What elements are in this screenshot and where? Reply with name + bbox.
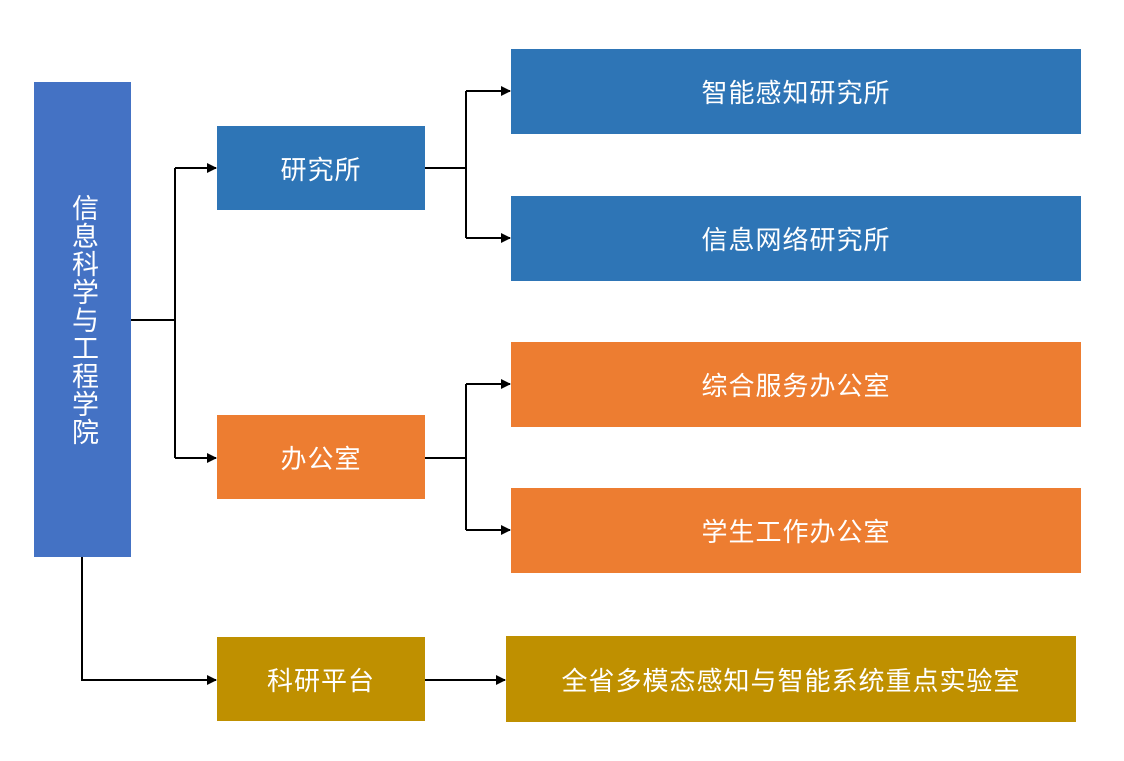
arrow-to-platform [81,557,217,685]
office-child-2: 学生工作办公室 [511,488,1081,573]
branch-platform: 科研平台 [217,637,425,721]
office-child-1-label: 综合服务办公室 [701,372,891,402]
branch-platform-label: 科研平台 [266,666,375,697]
root-node: 信息科学与工程学院 [34,82,131,557]
research-child-2: 信息网络研究所 [511,196,1081,281]
office-child-1: 综合服务办公室 [511,342,1081,427]
connector-research [425,91,467,238]
research-child-1-label: 智能感知研究所 [701,79,891,109]
root-label: 信息科学与工程学院 [67,193,98,446]
branch-office-label: 办公室 [280,444,362,475]
platform-child-1-label: 全省多模态感知与智能系统重点实验室 [561,666,1021,697]
branch-office: 办公室 [217,415,425,499]
branch-research-label: 研究所 [280,155,362,186]
connector-office [425,384,467,530]
platform-child-1: 全省多模态感知与智能系统重点实验室 [506,636,1076,722]
research-child-1: 智能感知研究所 [511,49,1081,134]
office-child-2-label: 学生工作办公室 [701,518,891,548]
connector-root-trunk [131,168,176,458]
research-child-2-label: 信息网络研究所 [701,226,891,256]
branch-research: 研究所 [217,126,425,210]
